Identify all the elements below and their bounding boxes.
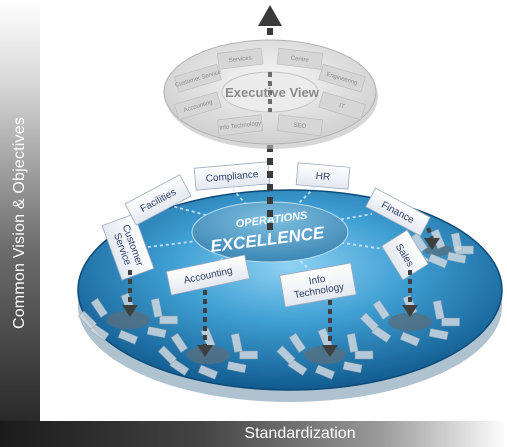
down-arrow-line xyxy=(426,227,434,239)
executive-segment-label: Services xyxy=(228,55,252,64)
down-arrow xyxy=(122,270,138,317)
sub-cluster xyxy=(157,327,258,380)
executive-segment-bg xyxy=(276,47,323,70)
down-arrow xyxy=(424,227,440,250)
department-card-hr: HR xyxy=(295,162,351,190)
executive-segment-label: IT xyxy=(338,103,345,110)
sub-cluster-tile xyxy=(346,332,359,353)
sub-cluster-hub xyxy=(304,345,346,365)
down-arrow-head xyxy=(197,345,213,357)
sub-cluster-tile xyxy=(399,331,421,347)
down-arrow-head xyxy=(122,305,138,317)
sub-cluster-tile xyxy=(427,253,449,269)
y-axis-bar xyxy=(0,0,40,447)
sub-cluster-tile xyxy=(239,350,258,360)
down-arrow-head xyxy=(424,238,440,250)
sub-cluster-tile xyxy=(314,364,336,380)
down-arrow xyxy=(322,300,338,357)
executive-segment-bg xyxy=(276,114,323,137)
down-arrow-head xyxy=(402,305,418,317)
sub-cluster-tile xyxy=(159,315,178,325)
sub-cluster-tile xyxy=(150,297,163,318)
sub-cluster-tile xyxy=(146,326,167,339)
department-card-bg xyxy=(124,174,192,226)
department-card-label: Info xyxy=(308,274,327,288)
sub-cluster xyxy=(359,294,460,347)
sub-cluster-tile xyxy=(441,317,460,327)
department-card-bg xyxy=(101,213,155,281)
department-card-bg xyxy=(279,262,357,308)
vertical-axis-arrow-head xyxy=(258,5,282,26)
executive-segment-bg xyxy=(217,114,264,137)
sub-cluster-tile xyxy=(117,329,139,345)
sub-cluster-tile xyxy=(359,312,379,332)
department-card-label: Compliance xyxy=(205,169,259,185)
executive-segment-bg xyxy=(318,91,366,121)
down-arrow xyxy=(197,290,213,357)
sub-cluster-hub xyxy=(186,345,230,365)
executive-segment-label: SEO xyxy=(293,123,307,131)
sub-cluster-tile xyxy=(157,345,177,365)
sub-cluster-tile xyxy=(446,251,467,264)
executive-segment: SEO xyxy=(276,114,323,137)
executive-view-title: Executive View xyxy=(225,85,320,100)
department-card-sales: Sales xyxy=(381,229,429,281)
executive-segment-label: Centre xyxy=(290,56,309,64)
sub-cluster-tile xyxy=(428,328,449,341)
sub-cluster-tile xyxy=(450,232,463,253)
department-card-bg xyxy=(295,162,351,190)
sub-cluster-tile xyxy=(432,299,445,320)
down-arrows xyxy=(122,227,440,357)
executive-segment-bg xyxy=(174,91,222,121)
down-arrow xyxy=(402,270,418,317)
executive-segment: IT xyxy=(318,91,366,121)
sub-cluster-tile xyxy=(372,299,390,320)
department-card-label: HR xyxy=(315,171,330,183)
down-arrow-head xyxy=(322,345,338,357)
sub-cluster-hub xyxy=(388,312,432,332)
executive-segment-bg xyxy=(217,47,264,70)
sub-cluster-tile xyxy=(226,361,247,374)
executive-segment: Info Technology xyxy=(217,114,264,137)
sub-cluster-tile xyxy=(288,332,307,353)
sub-cluster-tile xyxy=(342,361,363,374)
department-card-bg xyxy=(365,187,431,237)
sub-cluster-tile xyxy=(230,332,243,353)
department-card-accounting: Accounting xyxy=(165,254,251,296)
department-card-compliance: Compliance xyxy=(193,161,271,191)
executive-segment: Services xyxy=(217,47,264,70)
sub-cluster xyxy=(276,327,374,380)
sub-cluster-tile xyxy=(90,297,108,318)
department-card-facilities: Facilities xyxy=(124,174,192,226)
operations-disk-rim xyxy=(77,189,503,391)
sub-cluster-tile xyxy=(170,332,188,353)
sub-clusters xyxy=(77,228,474,380)
sub-cluster-tile xyxy=(197,364,219,380)
executive-segment: Centre xyxy=(276,47,323,70)
x-axis-label: Standardization xyxy=(244,425,356,442)
executive-segment: Accounting xyxy=(174,91,222,121)
department-card-bg xyxy=(381,229,429,281)
department-card-bg xyxy=(165,254,251,296)
executive-segment: Engineering xyxy=(318,63,366,93)
sub-cluster-tile xyxy=(276,345,296,365)
executive-segment-bg xyxy=(174,63,222,93)
executive-segment-label: Info Technology xyxy=(219,121,261,132)
sub-cluster-tile xyxy=(354,350,374,360)
executive-segment-bg xyxy=(318,63,366,93)
x-axis-bar xyxy=(0,421,507,447)
sub-cluster-hub xyxy=(106,310,150,330)
sub-cluster-tile xyxy=(77,310,97,330)
